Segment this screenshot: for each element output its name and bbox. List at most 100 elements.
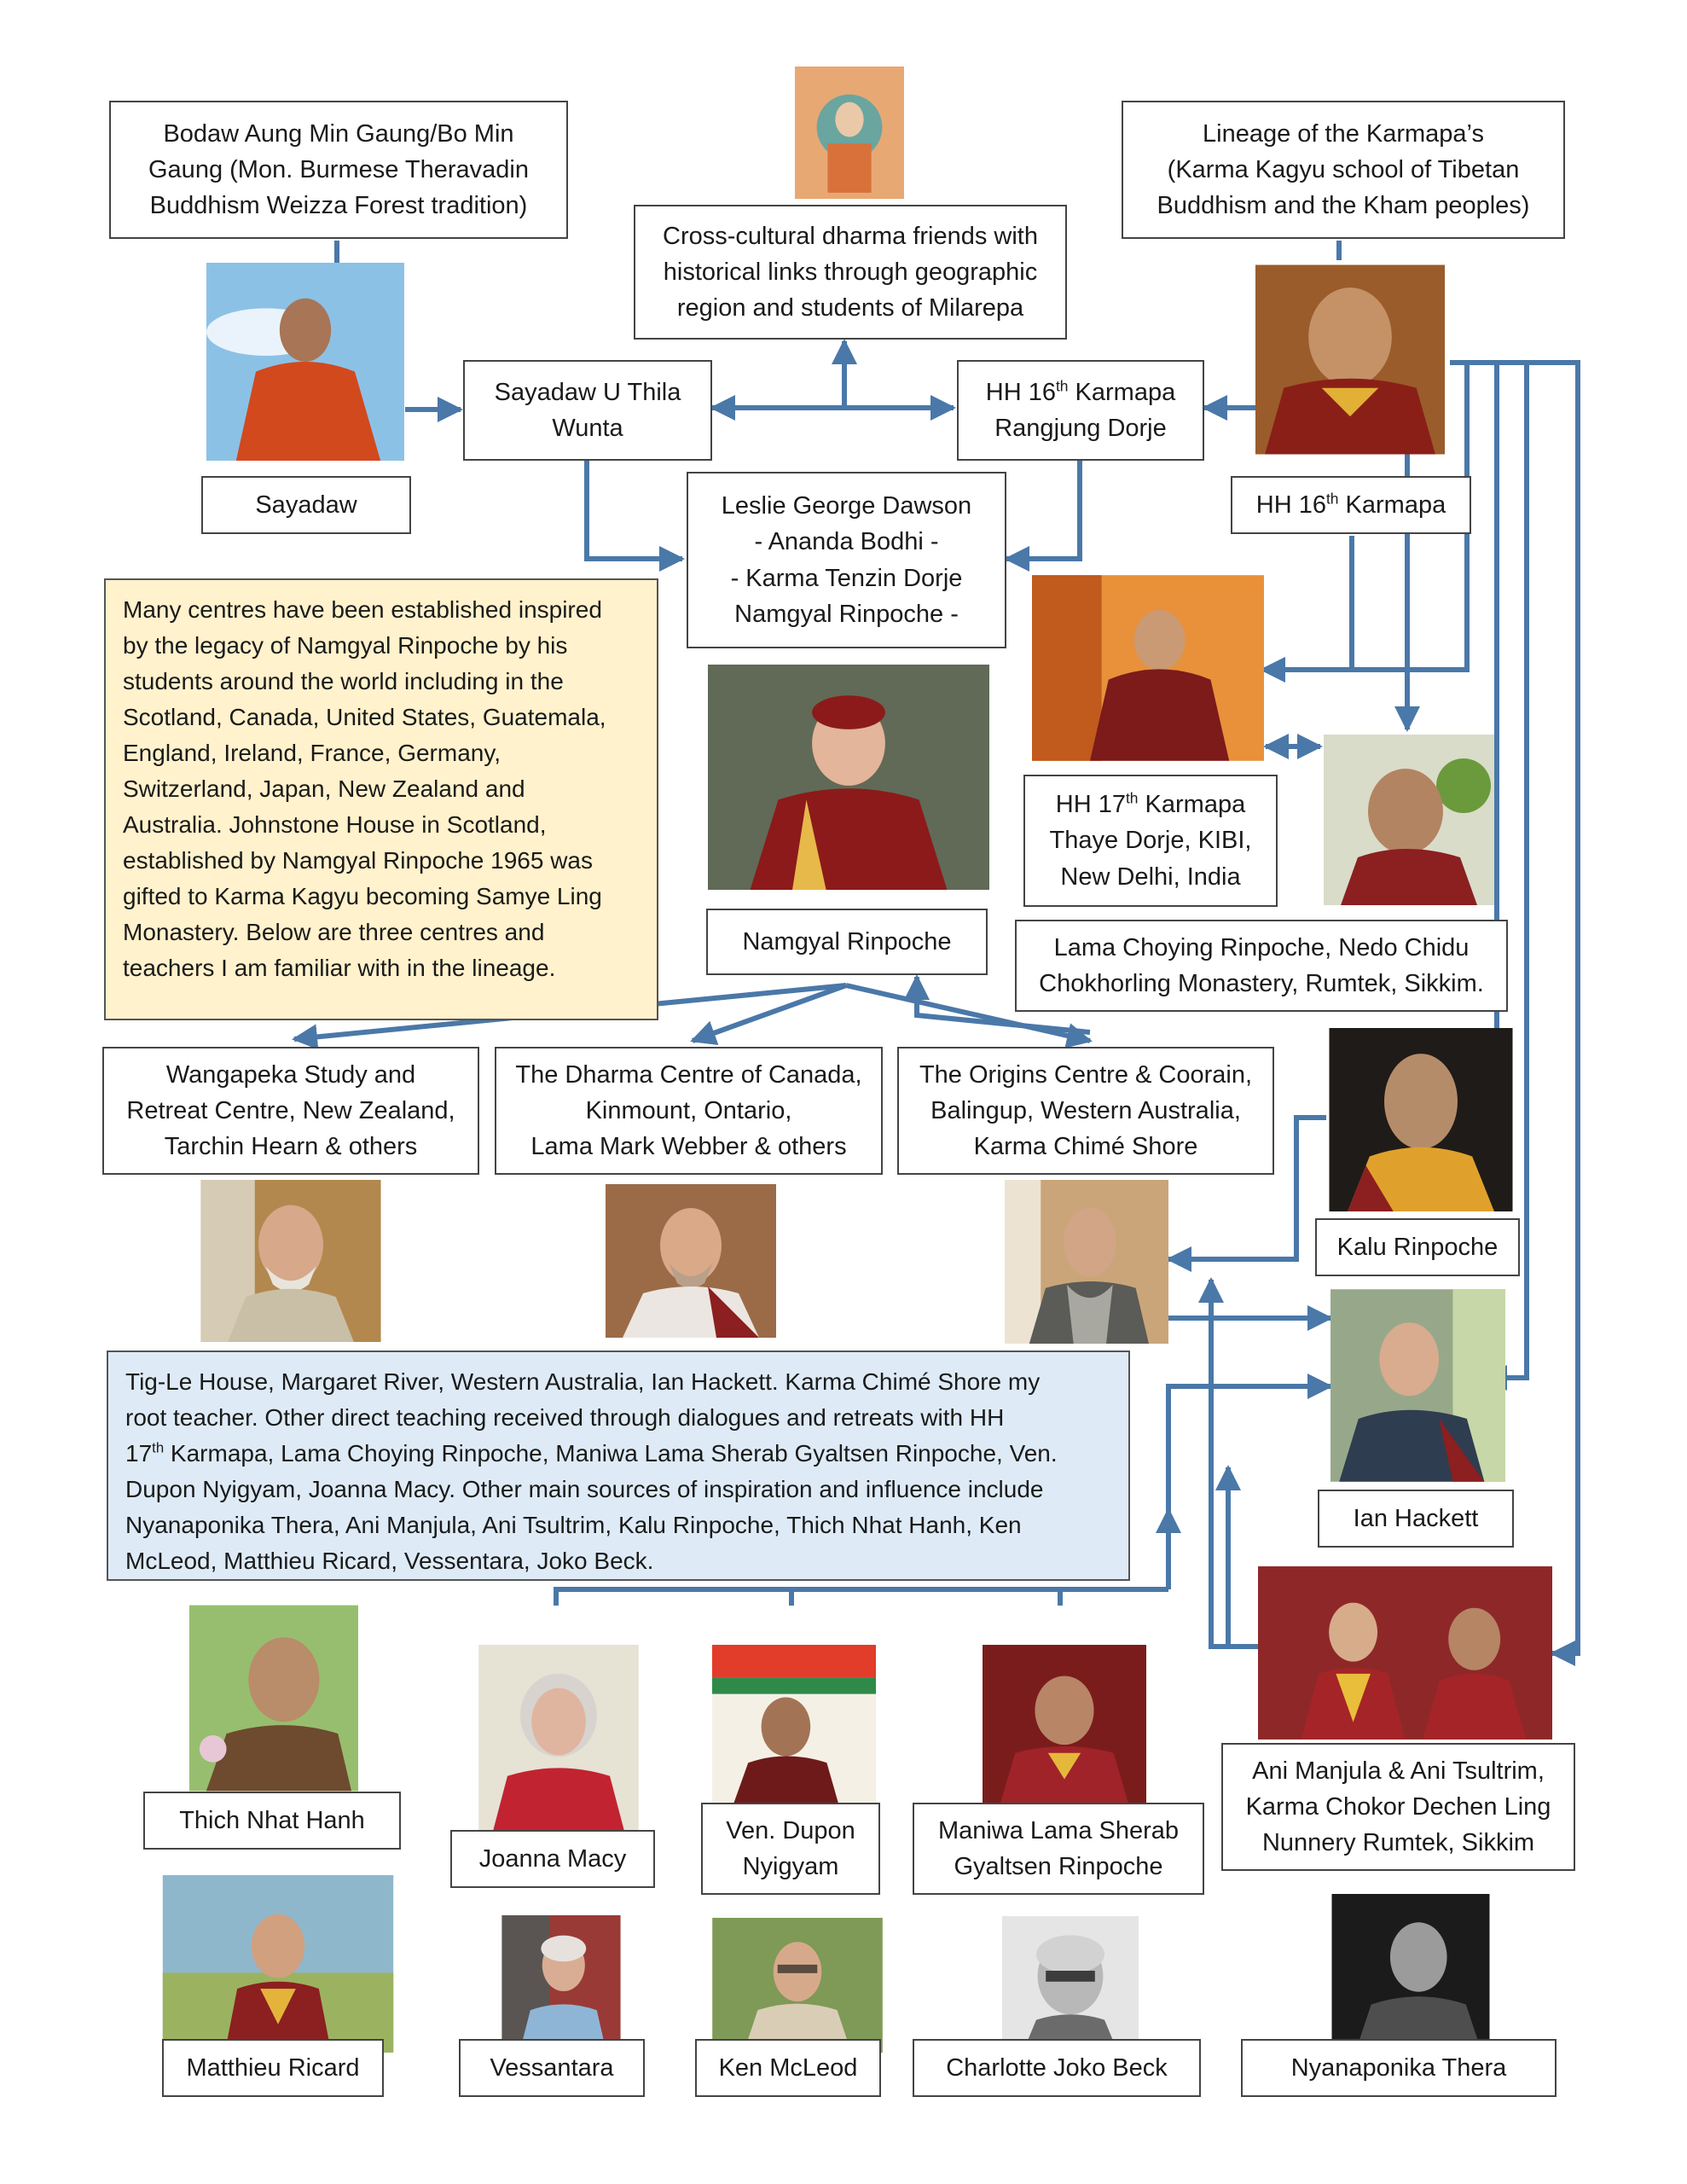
arrow-hh16-to-leslie xyxy=(1004,461,1082,572)
arrow-bottom-vline xyxy=(1166,1374,1333,1589)
node-line: Wunta xyxy=(552,415,623,442)
caption-namgyal-rinpoche: Namgyal Rinpoche xyxy=(706,909,988,975)
node-line: historical links through geographic xyxy=(663,258,1038,286)
caption-charlotte-joko-beck: Charlotte Joko Beck xyxy=(913,2039,1201,2097)
thich-nhat-hanh-photo xyxy=(189,1602,358,1794)
note-line: 17th Karmapa, Lama Choying Rinpoche, Man… xyxy=(125,1439,1058,1467)
node-line: Matthieu Ricard xyxy=(186,2053,360,2082)
node-line: Joanna Macy xyxy=(478,1844,627,1873)
caption-nyanaponika-thera: Nyanaponika Thera xyxy=(1241,2039,1557,2097)
node-line: Nyanaponika Thera xyxy=(1290,2053,1507,2082)
caption-maniwa-lama: Maniwa Lama Sherab Gyaltsen Rinpoche xyxy=(913,1803,1204,1895)
note-line: Many centres have been established inspi… xyxy=(123,596,602,623)
caption-joanna-macy: Joanna Macy xyxy=(450,1830,655,1888)
note-tig-le-house: Tig-Le House, Margaret River, Western Au… xyxy=(107,1350,1130,1581)
note-line: Tig-Le House, Margaret River, Western Au… xyxy=(125,1368,1041,1395)
node-karmapa-lineage: Lineage of the Karmapa’s (Karma Kagyu sc… xyxy=(1122,101,1565,239)
arrow-uthila-to-leslie xyxy=(584,461,685,572)
node-line: Charlotte Joko Beck xyxy=(946,2053,1168,2082)
node-line: Bodaw Aung Min Gaung/Bo Min xyxy=(163,119,514,148)
caption-ken-mcleod: Ken McLeod xyxy=(695,2039,881,2097)
node-line: Ven. Dupon xyxy=(726,1816,855,1844)
arrow-hh16-to-hh17 xyxy=(1260,536,1354,682)
ani-manjula-tsultrim-photo xyxy=(1258,1565,1552,1740)
node-line: Kalu Rinpoche xyxy=(1336,1233,1499,1261)
note-line: students around the world including in t… xyxy=(123,668,564,694)
note-line: Dupon Nyigyam, Joanna Macy. Other main s… xyxy=(125,1476,1044,1502)
node-line: Retreat Centre, New Zealand, xyxy=(126,1096,455,1124)
node-line: HH 16th Karmapa xyxy=(985,377,1176,406)
nyanaponika-thera-photo xyxy=(1330,1894,1491,2052)
node-line: Lineage of the Karmapa’s xyxy=(1203,119,1484,148)
arrow-namgyal-to-origins xyxy=(845,983,1093,1048)
node-line: Tarchin Hearn & others xyxy=(164,1133,418,1161)
ken-mcleod-photo xyxy=(712,1918,883,2053)
arrow-hh16-vline-3 xyxy=(1450,360,1580,1666)
note-line: Australia. Johnstone House in Scotland, xyxy=(123,811,547,838)
arrow-ani-up-2 xyxy=(1215,1465,1258,1649)
node-lama-choying-rinpoche: Lama Choying Rinpoche, Nedo Chidu Chokho… xyxy=(1015,920,1508,1012)
node-line: Ian Hackett xyxy=(1353,1504,1479,1532)
node-line: Gaung (Mon. Burmese Theravadin xyxy=(148,155,529,183)
sayadaw-photo xyxy=(206,263,404,461)
node-bodaw-aung-min-gaung: Bodaw Aung Min Gaung/Bo Min Gaung (Mon. … xyxy=(109,101,568,239)
caption-sayadaw: Sayadaw xyxy=(201,476,411,534)
node-line: Ken McLeod xyxy=(718,2053,858,2082)
caption-thich-nhat-hanh: Thich Nhat Hanh xyxy=(143,1792,401,1850)
lama-choying-photo xyxy=(1324,731,1494,909)
arrow-kalu-to-origins xyxy=(1166,1115,1326,1272)
note-line: established by Namgyal Rinpoche 1965 was xyxy=(123,847,593,874)
node-leslie-george-dawson: Leslie George Dawson - Ananda Bodhi - - … xyxy=(687,472,1006,648)
node-line: - Ananda Bodhi - xyxy=(754,528,939,556)
arrow-hh16-to-hh17-b xyxy=(1260,363,1470,682)
joanna-macy-photo xyxy=(478,1645,640,1837)
node-line: Karma Chokor Dechen Ling xyxy=(1245,1792,1551,1821)
note-line: McLeod, Matthieu Ricard, Vessentara, Jok… xyxy=(125,1548,654,1574)
node-line: Thich Nhat Hanh xyxy=(179,1806,365,1834)
node-line: Balingup, Western Australia, xyxy=(930,1096,1241,1124)
arrow-bottom-to-ian xyxy=(554,1587,1168,1606)
maniwa-lama-photo xyxy=(983,1645,1146,1809)
node-line: Karma Chimé Shore xyxy=(973,1133,1198,1161)
note-line: gifted to Karma Kagyu becoming Samye Lin… xyxy=(123,883,602,909)
node-line: Sayadaw U Thila xyxy=(494,378,681,406)
node-line: Maniwa Lama Sherab xyxy=(937,1816,1180,1844)
charlotte-joko-beck-photo xyxy=(1002,1915,1139,2053)
note-line: Scotland, Canada, United States, Guatema… xyxy=(123,704,606,730)
node-line: Namgyal Rinpoche xyxy=(742,927,952,956)
node-line: Wangapeka Study and xyxy=(165,1060,416,1089)
caption-ani-manjula-tsultrim: Ani Manjula & Ani Tsultrim, Karma Chokor… xyxy=(1221,1743,1575,1871)
node-line: Gyaltsen Rinpoche xyxy=(954,1853,1163,1880)
caption-dupon-nyigyam: Ven. Dupon Nyigyam xyxy=(701,1803,880,1895)
caption-ian-hackett: Ian Hackett xyxy=(1318,1490,1514,1548)
kalu-rinpoche-photo xyxy=(1328,1028,1514,1211)
lama-mark-webber-photo xyxy=(606,1180,776,1342)
note-line: England, Ireland, France, Germany, xyxy=(123,740,501,766)
node-line: Lama Mark Webber & others xyxy=(530,1133,847,1161)
dupon-nyigyam-photo xyxy=(712,1645,876,1809)
node-line: - Karma Tenzin Dorje xyxy=(730,564,963,592)
note-centres-established: Many centres have been established inspi… xyxy=(104,578,658,1020)
hh16-karmapa-photo xyxy=(1255,260,1445,459)
node-line: (Karma Kagyu school of Tibetan xyxy=(1167,155,1520,183)
node-line: The Origins Centre & Coorain, xyxy=(919,1060,1253,1089)
node-line: Chokhorling Monastery, Rumtek, Sikkim. xyxy=(1039,970,1484,997)
node-line: Thaye Dorje, KIBI, xyxy=(1049,827,1252,855)
node-line: Kinmount, Ontario, xyxy=(585,1096,792,1124)
node-line: Cross-cultural dharma friends with xyxy=(663,222,1038,250)
node-line: Buddhism Weizza Forest tradition) xyxy=(149,192,528,220)
node-line: Leslie George Dawson xyxy=(721,492,972,520)
note-line: by the legacy of Namgyal Rinpoche by his xyxy=(123,632,568,659)
node-line: Nyigyam xyxy=(742,1853,839,1880)
node-line: HH 16th Karmapa xyxy=(1255,490,1446,519)
node-line: Vessantara xyxy=(490,2053,614,2082)
hh17-karmapa-photo xyxy=(1032,573,1264,763)
ian-hackett-photo xyxy=(1330,1288,1505,1483)
thangka-milarepa-image xyxy=(795,67,904,199)
note-line: teachers I am familiar with in the linea… xyxy=(123,955,556,981)
node-line: Buddhism and the Kham peoples) xyxy=(1157,192,1530,220)
note-line: Nyanaponika Thera, Ani Manjula, Ani Tsul… xyxy=(125,1512,1022,1538)
node-dharma-centre-canada: The Dharma Centre of Canada, Kinmount, O… xyxy=(495,1047,883,1175)
caption-vessantara: Vessantara xyxy=(459,2039,645,2097)
node-sayadaw-u-thila-wunta: Sayadaw U Thila Wunta xyxy=(463,360,712,461)
